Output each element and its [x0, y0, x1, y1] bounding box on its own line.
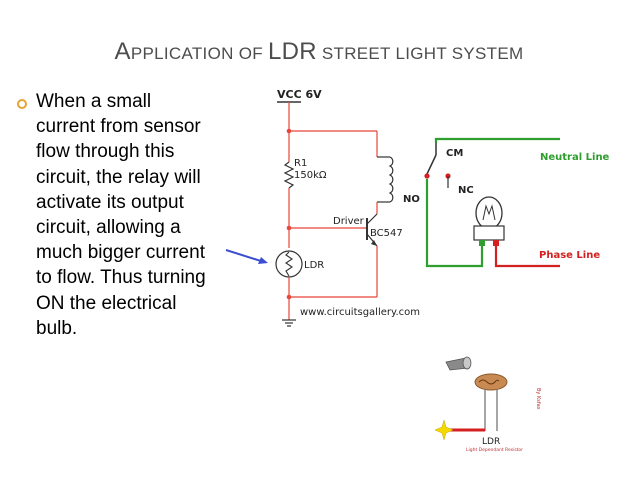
ldr-component-icon	[474, 373, 508, 391]
emitter-arrow-icon	[371, 240, 377, 246]
transistor-label: BC547	[370, 228, 403, 239]
website-text: www.circuitsgallery.com	[300, 307, 420, 318]
r1-value: 150kΩ	[294, 170, 327, 181]
ldr-photo-label: LDR	[482, 437, 500, 447]
title-part2: STREET LIGHT SYSTEM	[316, 44, 524, 63]
bullet-text: When a small current from sensor flow th…	[36, 91, 206, 339]
no-label: NO	[403, 194, 420, 205]
title-part1: PPLICATION OF	[130, 44, 268, 63]
ldr-track	[478, 379, 500, 385]
phase-wire	[494, 246, 560, 268]
spark-icon	[434, 419, 454, 441]
green-load-wire	[425, 179, 484, 268]
r1-label: R1	[294, 158, 307, 169]
vcc-label: VCC 6V	[277, 88, 322, 101]
phase-label: Phase Line	[539, 250, 600, 261]
bulb-filament-icon	[482, 204, 496, 221]
r1-resistor-icon	[283, 161, 295, 189]
flashlight-lens	[462, 356, 472, 370]
ldr-photo-side-text: By Ksfax	[535, 388, 541, 410]
node-dot	[286, 225, 292, 231]
nc-label: NC	[458, 185, 474, 196]
node-dot	[286, 294, 292, 300]
arrow-head-icon	[258, 257, 268, 264]
driver-label: Driver	[333, 216, 365, 227]
light-arrow-icon	[225, 249, 265, 263]
holder-green-terminal	[479, 240, 485, 246]
neutral-wire	[434, 137, 560, 143]
neutral-label: Neutral Line	[540, 152, 610, 163]
slide-title: APPLICATION OF LDR STREET LIGHT SYSTEM	[0, 38, 638, 66]
no-contact-dot	[424, 173, 430, 179]
bullet-circle-icon	[17, 99, 27, 109]
title-first-letter: A	[114, 38, 131, 65]
relay-coil-icon	[388, 156, 394, 203]
transistor-collector	[366, 213, 378, 225]
cm-label: CM	[446, 148, 463, 159]
title-ldr: LDR	[267, 38, 317, 65]
bulb-holder	[473, 225, 505, 241]
ldr-label: LDR	[304, 260, 324, 271]
ldr-photo: LDR Light Dependant Resistor By Ksfax	[434, 356, 541, 453]
holder-red-terminal	[493, 240, 499, 246]
ldr-photo-sublabel: Light Dependant Resistor	[466, 447, 523, 453]
ldr-symbol-icon	[275, 250, 303, 278]
ldr-zigzag-icon	[285, 251, 293, 277]
node-dot	[286, 128, 292, 134]
switch-arm-icon	[426, 154, 437, 175]
